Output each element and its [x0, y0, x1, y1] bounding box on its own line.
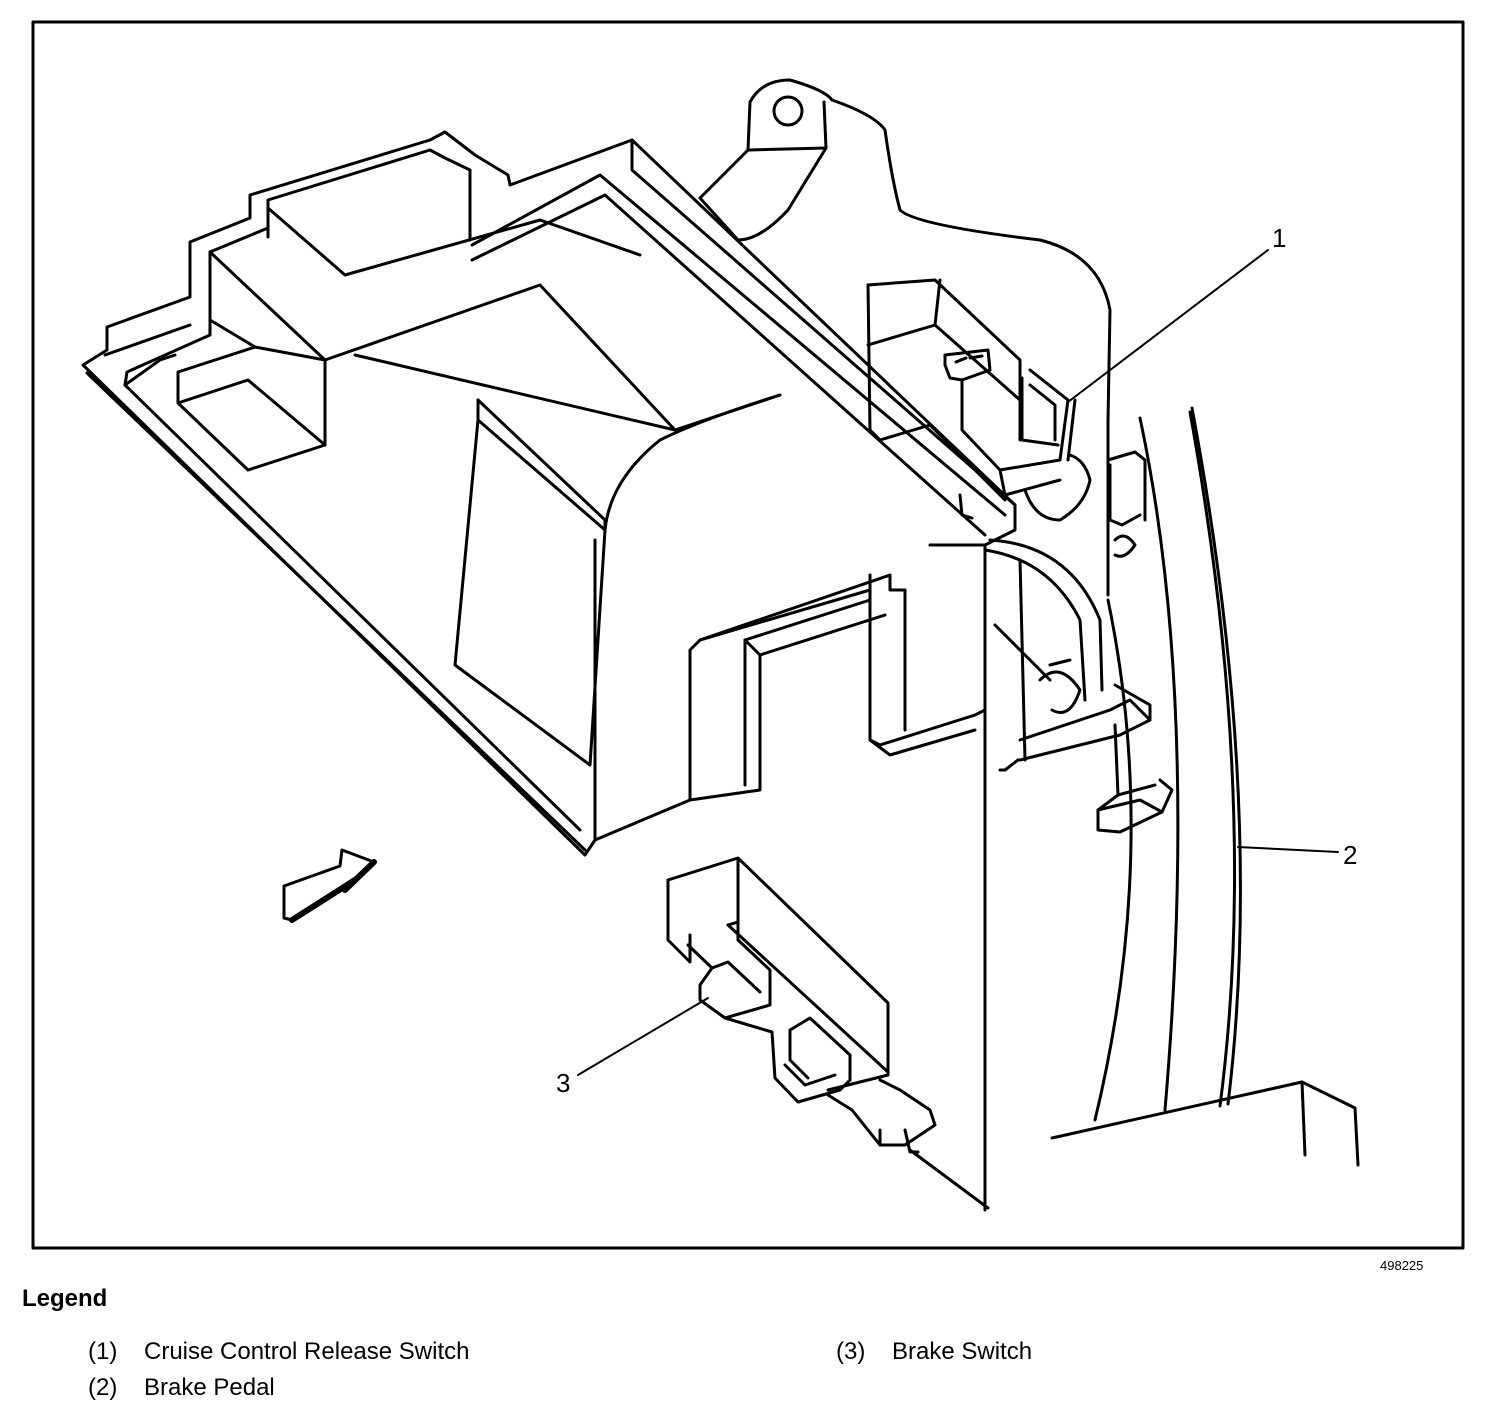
callout-2-leader: [1237, 846, 1339, 853]
legend-item-2: (2) Brake Pedal: [88, 1374, 275, 1402]
brake-pedal: [1050, 406, 1360, 1167]
legend-item-number: (2): [88, 1374, 118, 1401]
leader-lines: [577, 249, 1339, 1076]
callout-1: 1: [1272, 223, 1286, 253]
legend-item-label: Brake Pedal: [144, 1374, 275, 1401]
legend-item-number: (1): [88, 1338, 118, 1365]
release-switch-body: [866, 278, 1092, 522]
legend-item-label: Cruise Control Release Switch: [144, 1338, 470, 1365]
legend-item-label: Brake Switch: [892, 1338, 1033, 1365]
figure-id: 498225: [1380, 1258, 1424, 1273]
callout-1-leader: [1067, 249, 1269, 403]
figure-frame: [31, 20, 1465, 1250]
callout-3-leader: [577, 997, 709, 1076]
pedal-linkage: [983, 450, 1174, 834]
diagram-figure: 1 2 3: [31, 20, 1465, 1250]
direction-arrow: [282, 848, 377, 923]
legend-item-3: (3) Brake Switch: [836, 1338, 1032, 1366]
legend-title: Legend: [22, 1285, 108, 1312]
brake-switch: [666, 856, 990, 1210]
legend-item-number: (3): [836, 1338, 866, 1365]
callout-2: 2: [1343, 840, 1357, 870]
legend-item-1: (1) Cruise Control Release Switch: [88, 1338, 469, 1366]
housing: [81, 130, 1017, 1212]
callout-3: 3: [556, 1068, 570, 1098]
